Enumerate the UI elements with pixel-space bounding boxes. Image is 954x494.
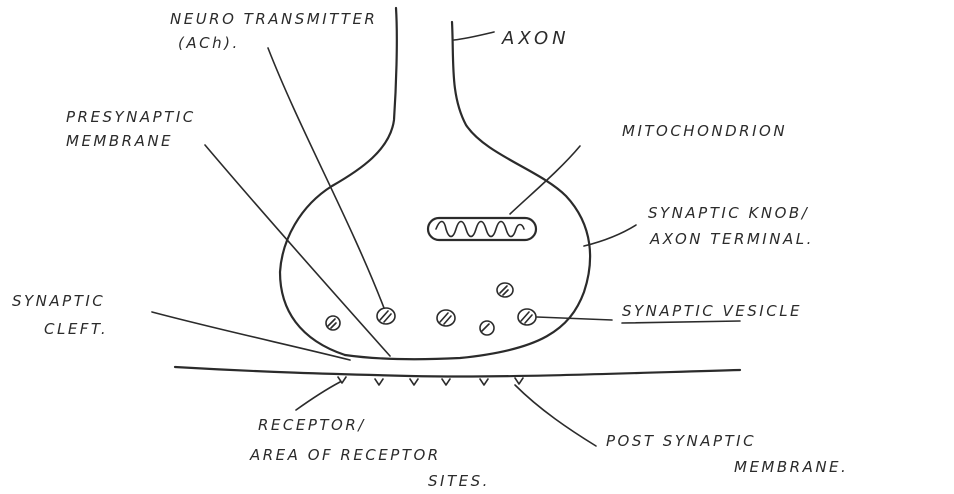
receptor-site <box>480 379 488 385</box>
label-synaptic-knob-line2: AXON TERMINAL. <box>649 230 814 248</box>
mitochondrion-cristae <box>436 222 524 237</box>
label-synaptic-vesicle: SYNAPTIC VESICLE <box>622 302 802 320</box>
synaptic-vesicle <box>497 283 513 297</box>
vesicle-pointer <box>537 317 612 320</box>
synaptic-vesicle <box>480 321 494 335</box>
post-synaptic-membrane <box>175 367 740 377</box>
postsynaptic-pointer <box>515 385 596 446</box>
label-neurotransmitter-line1: NEURO TRANSMITTER <box>170 10 377 28</box>
synaptic-vesicle <box>377 308 395 324</box>
label-neurotransmitter-line2: (ACh). <box>178 34 240 52</box>
axon-pointer <box>454 32 494 40</box>
synaptic-vesicle <box>437 310 455 326</box>
label-receptor-line3: SITES. <box>428 472 490 490</box>
receptor-sites <box>338 377 523 385</box>
mitochondrion <box>428 218 536 240</box>
receptor-site <box>410 379 418 385</box>
synaptic-vesicle <box>518 309 536 325</box>
label-post-synaptic-line2: MEMBRANE. <box>734 458 848 476</box>
label-receptor-line2: AREA OF RECEPTOR <box>249 446 441 464</box>
label-synaptic-cleft-line1: SYNAPTIC <box>12 292 105 310</box>
axon-left-wall <box>280 8 397 355</box>
neurotransmitter-pointer <box>268 48 384 308</box>
label-synaptic-cleft-line2: CLEFT. <box>44 320 108 338</box>
synaptic-vesicles <box>326 283 536 335</box>
label-post-synaptic-line1: POST SYNAPTIC <box>606 432 756 450</box>
label-receptor-line1: RECEPTOR/ <box>258 416 366 434</box>
label-axon: AXON <box>501 28 570 49</box>
synaptic-vesicle-label-underline <box>622 321 740 323</box>
label-presynaptic-line1: PRESYNAPTIC <box>66 108 196 126</box>
label-synaptic-knob-line1: SYNAPTIC KNOB/ <box>648 204 809 222</box>
receptor-site <box>515 378 523 384</box>
label-mitochondrion: MITOCHONDRION <box>622 122 787 140</box>
knob-pointer <box>584 225 636 246</box>
receptor-site <box>375 379 383 385</box>
label-presynaptic-line2: MEMBRANE <box>66 132 173 150</box>
pointer-lines <box>152 32 636 446</box>
synaptic-vesicle <box>326 316 340 330</box>
cleft-pointer <box>152 312 350 360</box>
receptor-pointer <box>296 382 340 410</box>
receptor-site <box>442 379 450 385</box>
